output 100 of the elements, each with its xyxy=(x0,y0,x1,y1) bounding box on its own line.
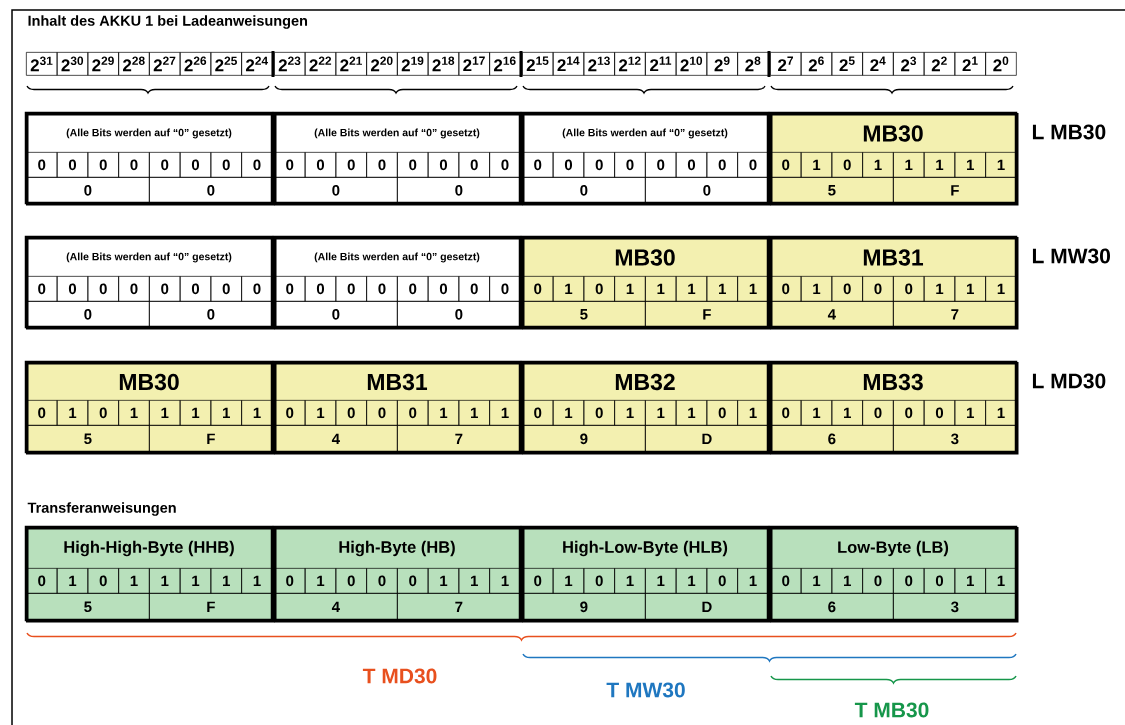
bit-cell: 1 xyxy=(552,276,585,302)
hex-cell: 3 xyxy=(893,425,1017,453)
instruction-label: L MD30 xyxy=(1032,373,1106,389)
byte-box xyxy=(520,525,771,623)
bit-cell: 0 xyxy=(274,400,306,426)
power-cell: 2$^{25}$ xyxy=(210,52,242,76)
bit-cell: 1 xyxy=(241,400,273,426)
bit-cell: 0 xyxy=(583,400,615,426)
bit-cell: 0 xyxy=(522,568,554,594)
hex-cell: 0 xyxy=(149,301,273,328)
hex-cell: 7 xyxy=(397,425,521,453)
bit-cell: 0 xyxy=(274,152,306,178)
bit-cell: 1 xyxy=(985,276,1017,302)
bit-cell: 0 xyxy=(56,276,89,302)
bit-cell: 1 xyxy=(923,276,956,302)
power-cell: 2$^{3}$ xyxy=(893,52,925,76)
bit-cell: 0 xyxy=(274,276,306,302)
power-cell: 2$^{6}$ xyxy=(800,52,833,76)
byte-box xyxy=(272,525,523,623)
bit-cell: 1 xyxy=(831,568,863,594)
bit-cell: 1 xyxy=(954,276,986,302)
hex-cell: 5 xyxy=(522,301,646,328)
byte-box xyxy=(768,360,1019,455)
bit-cell: 1 xyxy=(800,152,833,178)
hex-cell: 6 xyxy=(770,425,894,453)
bit-cell: 1 xyxy=(458,400,490,426)
power-cell: 2$^{0}$ xyxy=(985,52,1017,76)
hex-cell: F xyxy=(645,301,769,328)
bit-cell: 0 xyxy=(770,276,802,302)
byte-box xyxy=(24,525,275,623)
bit-cell: 1 xyxy=(645,568,677,594)
hex-cell: 0 xyxy=(397,177,521,204)
bit-cell: 0 xyxy=(458,152,490,178)
hex-cell: 0 xyxy=(274,177,398,204)
byte-box xyxy=(24,360,275,455)
byte-box xyxy=(272,111,523,206)
bit-cell: 1 xyxy=(179,400,212,426)
byte-heading: (Alle Bits werden auf “0” gesetzt) xyxy=(66,252,232,263)
hex-cell: 7 xyxy=(397,593,521,621)
bit-cell: 0 xyxy=(87,276,119,302)
power-cell: 2$^{18}$ xyxy=(427,52,460,76)
bit-cell: 0 xyxy=(675,152,708,178)
bit-cell: 1 xyxy=(954,400,986,426)
bit-cell: 0 xyxy=(366,568,398,594)
bit-cell: 1 xyxy=(56,400,89,426)
power-cell: 2$^{16}$ xyxy=(489,52,521,76)
bit-cell: 0 xyxy=(304,152,337,178)
power-cell: 2$^{10}$ xyxy=(675,52,708,76)
bit-cell: 0 xyxy=(179,276,212,302)
hex-cell: 0 xyxy=(522,177,646,204)
bit-cell: 1 xyxy=(304,568,337,594)
bit-cell: 1 xyxy=(737,400,769,426)
power-cell: 2$^{22}$ xyxy=(304,52,337,76)
bit-cell: 0 xyxy=(87,568,119,594)
bit-cell: 0 xyxy=(522,152,554,178)
power-cell: 2$^{30}$ xyxy=(56,52,89,76)
byte-heading: MB32 xyxy=(615,373,675,391)
bit-cell: 1 xyxy=(737,568,769,594)
power-cell: 2$^{31}$ xyxy=(26,52,58,76)
bit-cell: 0 xyxy=(893,276,925,302)
bit-cell: 1 xyxy=(985,568,1017,594)
bit-cell: 0 xyxy=(893,568,925,594)
power-cell: 2$^{21}$ xyxy=(335,52,367,76)
hex-cell: F xyxy=(149,425,273,453)
bit-cell: 0 xyxy=(583,152,615,178)
hex-cell: 4 xyxy=(274,593,398,621)
byte-box xyxy=(24,111,275,206)
byte-box xyxy=(520,111,771,206)
hex-cell: 0 xyxy=(274,301,398,328)
bit-cell: 0 xyxy=(26,568,58,594)
bit-cell: 1 xyxy=(489,568,521,594)
power-cell: 2$^{1}$ xyxy=(954,52,986,76)
hex-cell: D xyxy=(645,425,769,453)
bit-cell: 1 xyxy=(985,400,1017,426)
bit-cell: 0 xyxy=(614,152,646,178)
bit-cell: 1 xyxy=(675,400,708,426)
bit-cell: 1 xyxy=(675,568,708,594)
bit-cell: 1 xyxy=(304,400,337,426)
bit-cell: 0 xyxy=(87,152,119,178)
bit-cell: 0 xyxy=(427,276,460,302)
power-cell: 2$^{23}$ xyxy=(274,52,306,76)
bit-cell: 0 xyxy=(397,568,429,594)
instruction-label: T MB30 xyxy=(854,702,929,718)
bit-cell: 1 xyxy=(614,276,646,302)
bit-cell: 1 xyxy=(985,152,1017,178)
bit-cell: 1 xyxy=(149,400,181,426)
bit-cell: 0 xyxy=(862,276,894,302)
byte-heading: MB33 xyxy=(863,373,923,391)
power-cell: 2$^{9}$ xyxy=(706,52,738,76)
bit-cell: 1 xyxy=(862,152,894,178)
hex-cell: 4 xyxy=(770,301,894,328)
bit-cell: 0 xyxy=(335,568,367,594)
power-cell: 2$^{19}$ xyxy=(397,52,429,76)
bit-cell: 0 xyxy=(737,152,769,178)
bit-cell: 1 xyxy=(831,400,863,426)
byte-heading: (Alle Bits werden auf “0” gesetzt) xyxy=(314,128,480,139)
power-cell: 2$^{24}$ xyxy=(241,52,273,76)
hex-cell: 9 xyxy=(522,425,646,453)
byte-heading: MB30 xyxy=(863,125,923,142)
power-cell: 2$^{2}$ xyxy=(923,52,956,76)
